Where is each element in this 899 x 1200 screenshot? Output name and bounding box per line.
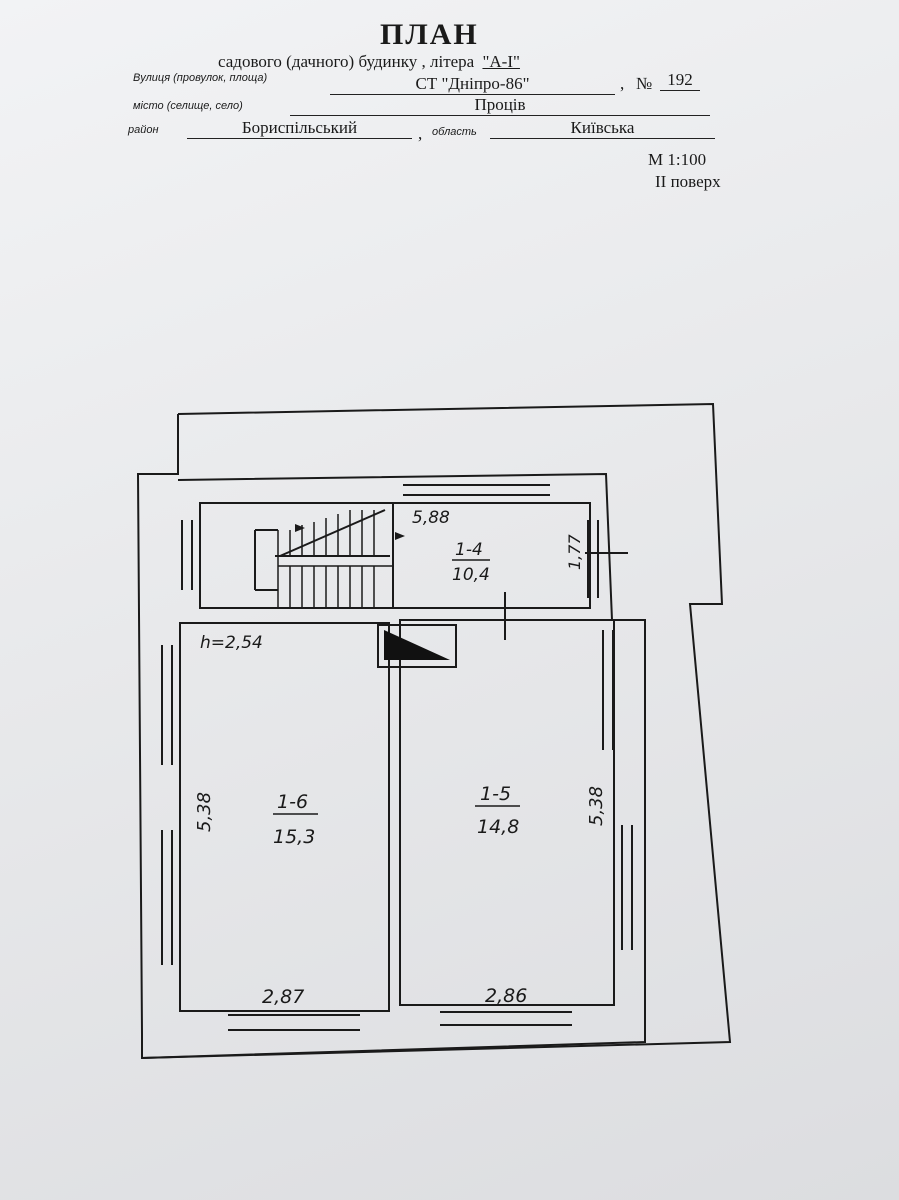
region-label: область <box>432 126 477 138</box>
district-comma: , <box>418 124 423 143</box>
document-subtitle: садового (дачного) будинку , літера "А-І… <box>218 52 520 72</box>
stair-arrows <box>295 524 405 540</box>
street-comma: , <box>620 74 625 93</box>
room-1-4-outline <box>199 502 591 609</box>
street-label: Вулиця (провулок, площа) <box>133 72 268 84</box>
chimney-frame <box>377 624 457 668</box>
city-label: місто (селище, село) <box>133 100 243 112</box>
district-value: Бориспільський <box>187 118 412 139</box>
district-label: район <box>128 124 159 136</box>
room-1-4-area: 10,4 <box>452 565 490 585</box>
chimney-symbol <box>384 630 450 660</box>
street-value: СТ "Дніпро-86" <box>330 74 615 95</box>
room-1-6-height: 5,38 <box>194 792 215 832</box>
document-title: ПЛАН <box>380 18 479 51</box>
room-1-5-height: 5,38 <box>586 786 607 826</box>
number-value: 192 <box>660 70 700 91</box>
room-1-4-length: 5,88 <box>412 508 450 528</box>
region-value: Київська <box>490 118 715 139</box>
subtitle-text: садового (дачного) будинку , літера <box>218 52 475 71</box>
room-1-6-outline <box>179 622 390 1012</box>
room-1-4-width: 1,77 <box>565 534 584 570</box>
stair-treads <box>277 510 393 608</box>
room-1-5-outline <box>399 619 615 1006</box>
city-value: Проців <box>290 95 710 116</box>
room-1-4-number: 1-4 <box>455 540 483 560</box>
height-note: h=2,54 <box>200 633 263 653</box>
number-label: № <box>636 74 653 93</box>
room-1-5-area: 14,8 <box>477 816 519 838</box>
scale-label: М 1:100 <box>648 150 707 169</box>
stair-diagonal <box>279 509 386 557</box>
room-1-5-number: 1-5 <box>480 783 511 805</box>
floor-label: ІІ поверх <box>655 172 721 191</box>
room-1-6-width: 2,87 <box>262 986 304 1008</box>
room-1-5-width: 2,86 <box>485 985 527 1007</box>
outer-outline <box>136 402 732 1060</box>
floor-walls <box>141 472 646 1059</box>
room-1-6-number: 1-6 <box>277 791 308 813</box>
room-1-6-area: 15,3 <box>273 826 315 848</box>
litera-value: "А-І" <box>482 52 520 71</box>
